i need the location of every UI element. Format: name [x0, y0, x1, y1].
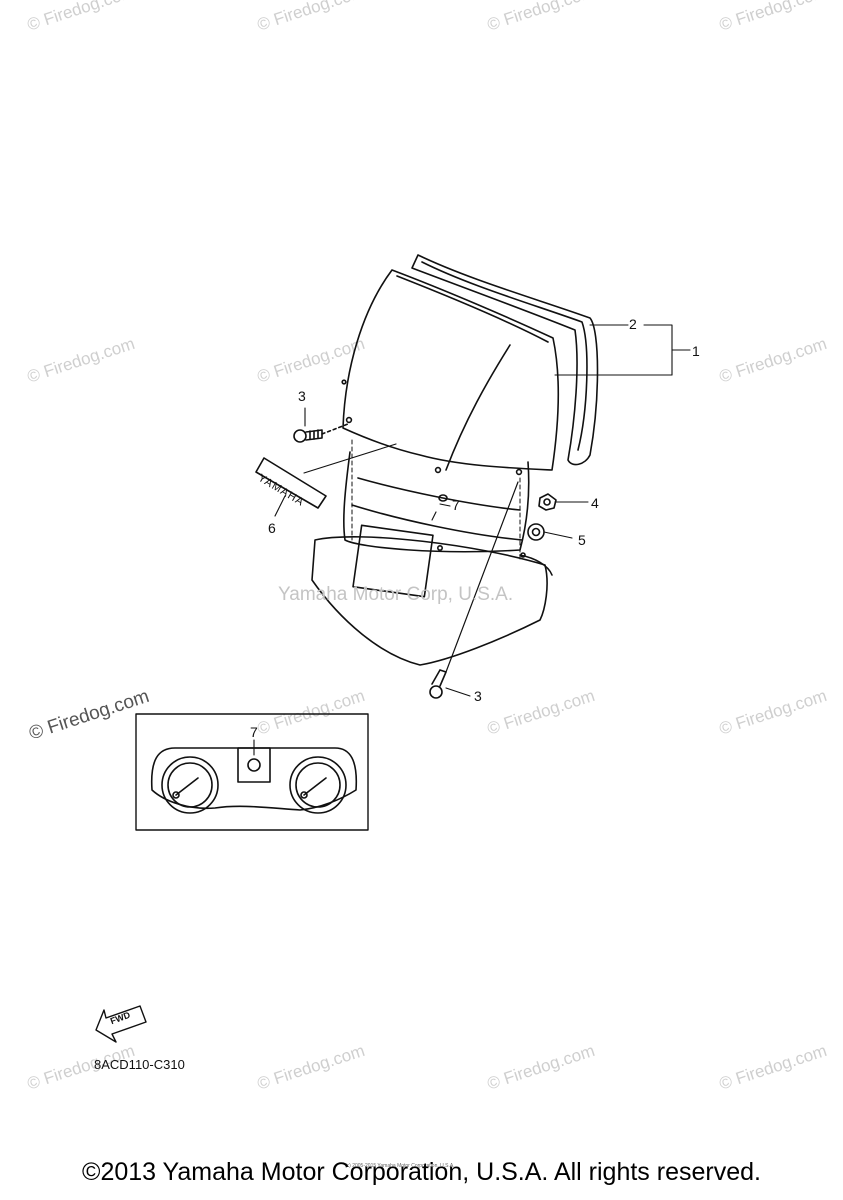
bolt-upper: [293, 423, 349, 443]
inset-meter-view: [135, 713, 369, 831]
grommet: [527, 523, 545, 541]
nut: [538, 493, 557, 511]
callout-3-lower: 3: [474, 688, 482, 704]
yamaha-decal: [255, 457, 327, 509]
callout-6: 6: [268, 520, 276, 536]
callout-1: 1: [692, 343, 700, 359]
callout-7-main: 7: [452, 497, 460, 513]
fwd-arrow-icon: [95, 1005, 147, 1043]
callout-3-upper: 3: [298, 388, 306, 404]
bolt-lower: [429, 481, 519, 699]
windshield: [341, 269, 560, 476]
cowl-body: [311, 451, 553, 666]
callout-4: 4: [591, 495, 599, 511]
footer-copyright: ©2013 Yamaha Motor Corporation, U.S.A. A…: [82, 1158, 761, 1186]
callout-7-inset: 7: [250, 724, 258, 740]
watermark-corp: Yamaha Motor Corp, U.S.A.: [278, 584, 514, 605]
windshield-seal: [411, 254, 599, 466]
emblem-part: [438, 494, 448, 502]
callout-2: 2: [629, 316, 637, 332]
tiny-copyright: (c) 2005-2015 Yamaha Motor Corporation, …: [345, 1163, 455, 1169]
callout-5: 5: [578, 532, 586, 548]
diagram-code: 8ACD110-C310: [94, 1057, 185, 1072]
